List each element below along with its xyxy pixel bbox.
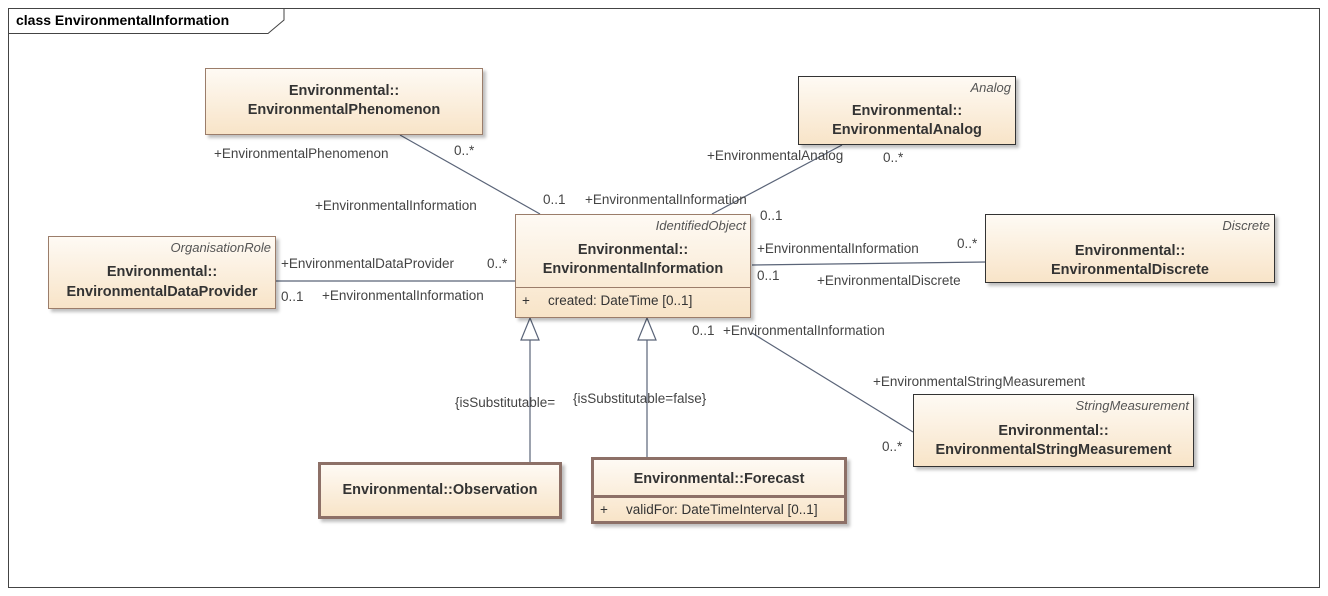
- constraint-label-observation: {isSubstitutable=: [455, 395, 556, 410]
- attribute-text: created: DateTime [0..1]: [548, 293, 693, 308]
- class-name-line2: EnvironmentalStringMeasurement: [935, 442, 1172, 458]
- role-label: +EnvironmentalInformation: [322, 288, 484, 303]
- multiplicity-label: 0..1: [692, 323, 715, 338]
- attribute-text: validFor: DateTimeInterval [0..1]: [626, 502, 818, 517]
- multiplicity-label: 0..*: [454, 143, 475, 158]
- role-label: +EnvironmentalDataProvider: [281, 256, 454, 271]
- stereotype-label: Discrete: [1222, 218, 1270, 233]
- class-environmental-analog[interactable]: Analog Environmental:: EnvironmentalAnal…: [798, 76, 1016, 145]
- role-label: +EnvironmentalDiscrete: [817, 273, 961, 288]
- class-name-line2: EnvironmentalInformation: [542, 261, 724, 277]
- constraint-label-forecast: {isSubstitutable=false}: [573, 391, 707, 406]
- role-label: +EnvironmentalInformation: [315, 198, 477, 213]
- frame-title: class EnvironmentalInformation: [16, 12, 230, 28]
- stereotype-label: OrganisationRole: [170, 240, 271, 255]
- multiplicity-label: 0..1: [757, 268, 780, 283]
- frame-tab: [8, 8, 285, 34]
- multiplicity-label: 0..*: [957, 236, 978, 251]
- class-name-line2: EnvironmentalDataProvider: [66, 284, 258, 300]
- compartment-separator: [594, 495, 844, 498]
- multiplicity-label: 0..1: [543, 192, 566, 207]
- class-environmental-data-provider[interactable]: OrganisationRole Environmental:: Environ…: [48, 236, 276, 309]
- class-environmental-information[interactable]: IdentifiedObject Environmental:: Environ…: [515, 214, 751, 318]
- stereotype-label: StringMeasurement: [1075, 398, 1189, 413]
- stereotype-label: Analog: [970, 80, 1011, 95]
- assoc-analog: [711, 144, 843, 215]
- visibility-marker: +: [600, 502, 608, 517]
- attribute-valid-for[interactable]: + validFor: DateTimeInterval [0..1]: [600, 502, 818, 517]
- compartment-separator: [516, 287, 750, 288]
- attribute-created[interactable]: + created: DateTime [0..1]: [522, 293, 692, 308]
- role-label: +EnvironmentalAnalog: [707, 148, 844, 163]
- role-label: +EnvironmentalInformation: [585, 192, 747, 207]
- assoc-discrete: [751, 261, 987, 266]
- class-name-line2: EnvironmentalPhenomenon: [247, 102, 441, 118]
- role-label: +EnvironmentalStringMeasurement: [873, 374, 1085, 389]
- assoc-string-measurement: [751, 332, 914, 433]
- multiplicity-label: 0..*: [883, 150, 904, 165]
- role-label: +EnvironmentalInformation: [723, 323, 885, 338]
- role-label: +EnvironmentalInformation: [757, 241, 919, 256]
- class-name-line2: EnvironmentalDiscrete: [1051, 262, 1209, 278]
- class-name-line2: EnvironmentalAnalog: [832, 122, 982, 138]
- assoc-phenomenon: [399, 134, 541, 215]
- class-name: Environmental::Observation: [342, 482, 538, 498]
- inheritance-arrow-forecast: [637, 316, 657, 341]
- class-name-line1: Environmental::: [851, 103, 963, 119]
- class-name-line1: Environmental::: [998, 423, 1109, 439]
- multiplicity-label: 0..1: [281, 289, 304, 304]
- multiplicity-label: 0..*: [882, 439, 903, 454]
- class-name-line1: Environmental::: [1074, 243, 1186, 259]
- class-environmental-observation[interactable]: Environmental::Observation: [318, 462, 562, 519]
- class-environmental-discrete[interactable]: Discrete Environmental:: EnvironmentalDi…: [985, 214, 1275, 283]
- class-environmental-phenomenon[interactable]: Environmental:: EnvironmentalPhenomenon: [205, 68, 483, 135]
- class-name: Environmental::Forecast: [633, 471, 805, 487]
- multiplicity-label: 0..1: [760, 208, 783, 223]
- class-name-line1: Environmental::: [288, 83, 400, 99]
- class-environmental-forecast[interactable]: Environmental::Forecast + validFor: DateT…: [591, 457, 847, 524]
- inheritance-arrow-observation: [520, 316, 540, 341]
- stereotype-label: IdentifiedObject: [655, 218, 746, 233]
- multiplicity-label: 0..*: [487, 256, 508, 271]
- visibility-marker: +: [522, 293, 530, 308]
- class-name-line1: Environmental::: [577, 242, 689, 258]
- class-name-line1: Environmental::: [106, 264, 218, 280]
- class-environmental-string-measurement[interactable]: StringMeasurement Environmental:: Enviro…: [913, 394, 1194, 467]
- role-label: +EnvironmentalPhenomenon: [214, 146, 389, 161]
